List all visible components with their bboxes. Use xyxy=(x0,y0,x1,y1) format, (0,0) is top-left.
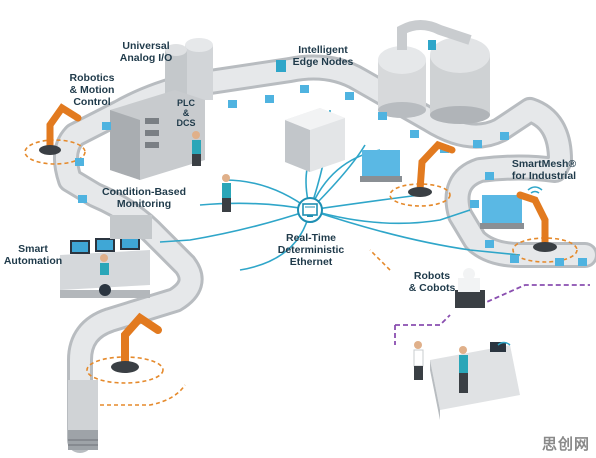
label-condition-monitoring: Condition-Based Monitoring xyxy=(98,186,190,210)
watermark: 思创网 xyxy=(542,433,590,454)
label-line: Deterministic xyxy=(272,244,350,256)
ethernet-port-icon xyxy=(298,198,322,222)
label-ethernet: Real-Time Deterministic Ethernet xyxy=(272,232,350,268)
bottom-feeder xyxy=(68,380,98,450)
label-line: DCS xyxy=(176,118,196,128)
label-line: Control xyxy=(60,96,124,108)
label-line: for Industrial xyxy=(502,170,586,182)
label-line: Intelligent xyxy=(288,44,358,56)
label-line: Robotics xyxy=(60,72,124,84)
label-line: & Motion xyxy=(60,84,124,96)
label-robotics-motion: Robotics & Motion Control xyxy=(60,72,124,108)
label-line: Universal xyxy=(108,40,184,52)
label-line: Condition-Based xyxy=(98,186,190,198)
edge-node-server xyxy=(285,108,345,172)
label-line: SmartMesh® xyxy=(502,158,586,170)
label-line: PLC xyxy=(176,98,196,108)
label-line: Real-Time xyxy=(272,232,350,244)
label-line: Edge Nodes xyxy=(288,56,358,68)
cobot-path xyxy=(395,285,590,345)
label-line: Analog I/O xyxy=(108,52,184,64)
label-line: Smart xyxy=(0,243,66,255)
label-line: Ethernet xyxy=(272,256,350,268)
label-robots-cobots: Robots & Cobots xyxy=(402,270,462,294)
label-line: Monitoring xyxy=(98,198,190,210)
label-universal-io: Universal Analog I/O xyxy=(108,40,184,64)
label-line: & Cobots xyxy=(402,282,462,294)
label-intelligent-edge: Intelligent Edge Nodes xyxy=(288,44,358,68)
label-line: & xyxy=(176,108,196,118)
label-line: Automation xyxy=(0,255,66,267)
label-line: Robots xyxy=(402,270,462,282)
label-smartmesh: SmartMesh® for Industrial xyxy=(502,158,586,182)
label-smart-automation: Smart Automation xyxy=(0,243,66,267)
label-plc-dcs: PLC & DCS xyxy=(176,98,196,128)
